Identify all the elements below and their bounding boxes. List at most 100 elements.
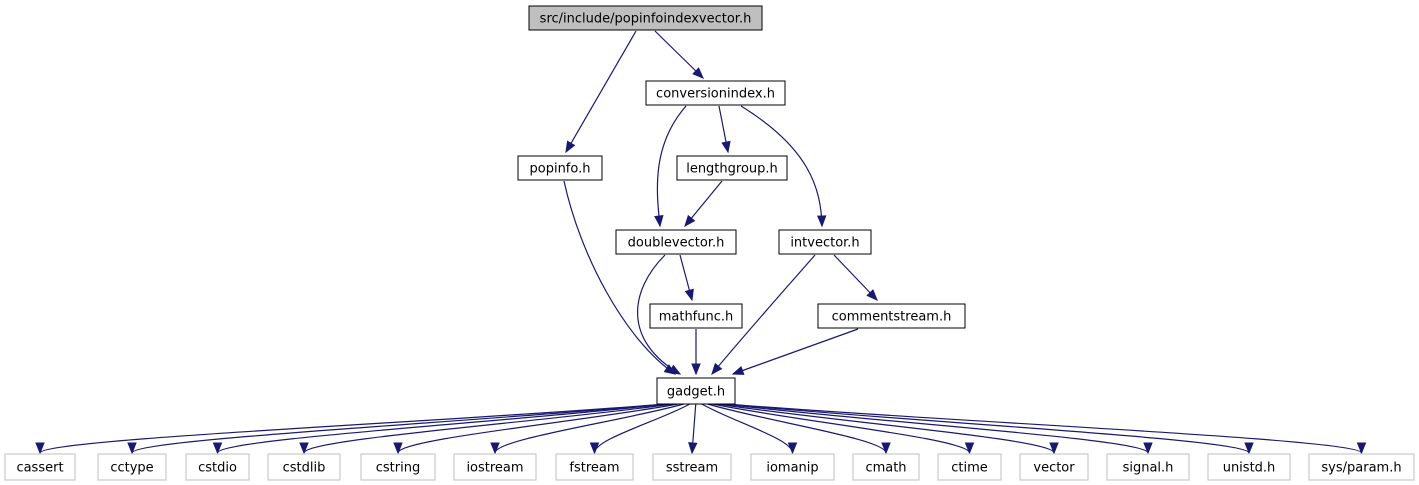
node-cctype-box: [97, 453, 167, 481]
edge-gadget-to-cstdlib-arrowhead: [299, 442, 309, 455]
node-ctime-label: ctime: [951, 461, 988, 476]
node-iostream-label: iostream: [466, 461, 523, 476]
node-unistd-label: unistd.h: [1223, 461, 1276, 476]
edge-intvector-to-gadget-arrowhead: [711, 362, 723, 376]
edge-intvector-to-commentstream-arrowhead: [866, 289, 878, 301]
node-unistd-box: [1207, 453, 1291, 481]
node-cstring: cstring: [360, 453, 436, 481]
node-conversionindex-label: conversionindex.h: [656, 87, 775, 102]
node-signal-box: [1106, 453, 1190, 481]
node-conversionindex[interactable]: conversionindex.h: [645, 80, 786, 106]
node-popinfo-label: popinfo.h: [530, 162, 591, 177]
node-popinfo[interactable]: popinfo.h: [517, 155, 603, 181]
node-fstream-box: [555, 453, 634, 481]
node-root-label: src/include/popinfoindexvector.h: [540, 12, 752, 27]
node-cctype: cctype: [97, 453, 167, 481]
node-doublevector[interactable]: doublevector.h: [615, 229, 737, 255]
node-vector-box: [1019, 453, 1089, 481]
edge-gadget-to-cmath-arrowhead: [881, 442, 891, 455]
node-cassert-label: cassert: [16, 461, 63, 476]
node-vector-label: vector: [1033, 461, 1075, 476]
node-popinfo-box: [517, 155, 603, 181]
edge-gadget-to-cassert: [39, 403, 667, 454]
edge-root-to-popinfo-arrowhead: [565, 140, 576, 154]
edge-conversionindex-to-doublevector: [656, 105, 687, 227]
edge-gadget-to-cstdio: [216, 403, 668, 454]
edge-commentstream-to-gadget: [732, 328, 859, 375]
edge-root-to-conversionindex: [654, 30, 704, 79]
node-cassert-box: [4, 453, 76, 481]
node-doublevector-box: [615, 229, 737, 255]
node-intvector[interactable]: intvector.h: [778, 229, 872, 255]
node-sstream: sstream: [652, 453, 732, 481]
node-unistd: unistd.h: [1207, 453, 1291, 481]
node-root-box: [528, 5, 763, 31]
node-lengthgroup[interactable]: lengthgroup.h: [676, 155, 788, 181]
node-cstdlib: cstdlib: [267, 453, 341, 481]
node-signal-label: signal.h: [1123, 461, 1174, 476]
node-ctime: ctime: [937, 453, 1002, 481]
edges-layer: [35, 30, 1367, 455]
node-lengthgroup-box: [676, 155, 788, 181]
edge-intvector-to-gadget: [711, 254, 816, 375]
node-cctype-label: cctype: [110, 461, 153, 476]
node-iostream-box: [453, 453, 537, 481]
node-sstream-label: sstream: [666, 461, 718, 476]
node-sstream-box: [652, 453, 732, 481]
edge-gadget-to-iomanip-arrowhead: [787, 442, 798, 455]
node-cmath-box: [852, 453, 920, 481]
edge-conversionindex-to-intvector: [740, 105, 823, 227]
node-root[interactable]: src/include/popinfoindexvector.h: [528, 5, 763, 31]
node-cstdio-label: cstdio: [198, 461, 237, 476]
edge-root-to-popinfo: [565, 30, 637, 153]
node-intvector-label: intvector.h: [790, 236, 859, 251]
node-doublevector-label: doublevector.h: [628, 236, 725, 251]
node-iostream: iostream: [453, 453, 537, 481]
edge-gadget-to-signal: [723, 403, 1149, 454]
node-cstdlib-box: [267, 453, 341, 481]
edge-popinfo-to-gadget: [563, 180, 676, 375]
node-cstring-box: [360, 453, 436, 481]
edge-gadget-to-cstring-arrowhead: [393, 442, 403, 455]
edge-doublevector-to-gadget: [637, 254, 681, 375]
edge-gadget-to-vector: [717, 403, 1055, 454]
node-cstdio-box: [185, 453, 250, 481]
node-gadget[interactable]: gadget.h: [656, 377, 736, 405]
node-lengthgroup-label: lengthgroup.h: [686, 162, 778, 177]
node-gadget-box: [656, 377, 736, 405]
node-cstdlib-label: cstdlib: [283, 461, 326, 476]
edge-conversionindex-to-intvector-arrowhead: [816, 215, 827, 228]
node-fstream: fstream: [555, 453, 634, 481]
edge-gadget-to-cstdlib: [303, 403, 673, 454]
edge-gadget-to-ctime: [712, 403, 971, 454]
node-commentstream[interactable]: commentstream.h: [817, 303, 966, 329]
edge-gadget-to-iomanip: [701, 403, 794, 454]
node-ctime-box: [937, 453, 1002, 481]
node-fstream-label: fstream: [569, 461, 619, 476]
edge-gadget-to-sysparam: [725, 403, 1363, 454]
edge-lengthgroup-to-doublevector-arrowhead: [684, 214, 696, 228]
edge-doublevector-to-gadget-arrowhead: [668, 364, 682, 375]
edge-gadget-to-cstring: [397, 403, 679, 454]
edge-gadget-to-cctype-arrowhead: [127, 442, 137, 455]
node-intvector-box: [778, 229, 872, 255]
edge-gadget-to-signal-arrowhead: [1143, 442, 1153, 455]
node-mathfunc-box: [649, 303, 743, 329]
node-conversionindex-box: [645, 80, 786, 106]
node-sysparam-box: [1308, 453, 1415, 481]
node-sysparam-label: sys/param.h: [1321, 461, 1401, 476]
node-commentstream-box: [817, 303, 966, 329]
edge-gadget-to-cstdio-arrowhead: [212, 442, 223, 455]
edge-doublevector-to-mathfunc-arrowhead: [684, 288, 694, 302]
node-mathfunc[interactable]: mathfunc.h: [649, 303, 743, 329]
edge-gadget-to-unistd: [725, 403, 1250, 454]
node-signal: signal.h: [1106, 453, 1190, 481]
node-cstdio: cstdio: [185, 453, 250, 481]
edge-gadget-to-iostream: [494, 403, 685, 454]
edge-root-to-conversionindex-arrowhead: [692, 67, 704, 79]
edge-gadget-to-sstream-arrowhead: [688, 442, 698, 455]
edge-gadget-to-iostream-arrowhead: [490, 442, 500, 455]
edge-gadget-to-cmath: [707, 403, 887, 454]
edge-gadget-to-vector-arrowhead: [1049, 442, 1059, 455]
